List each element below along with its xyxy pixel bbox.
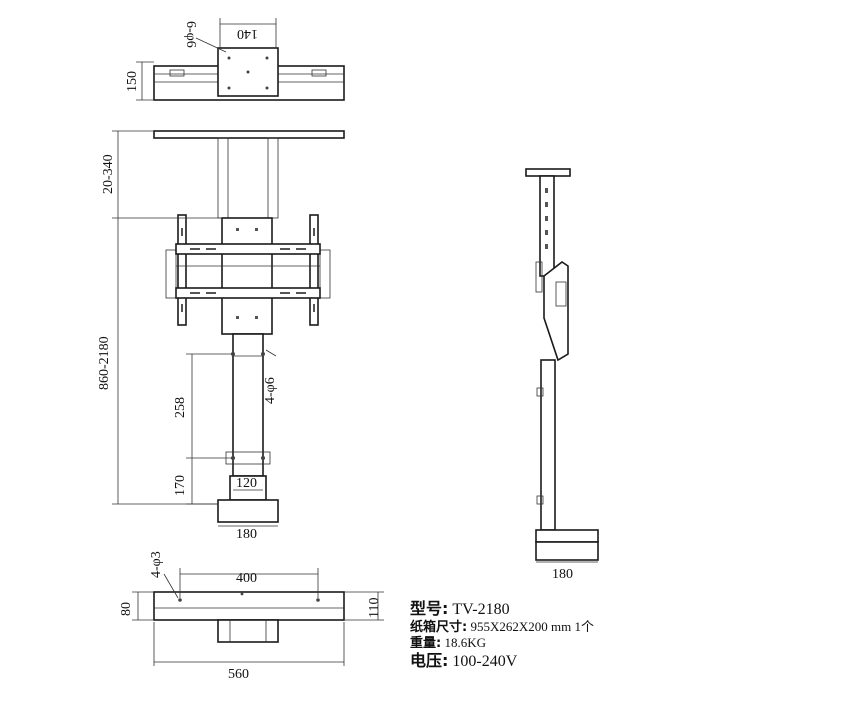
spec-carton-label: 纸箱尺寸: <box>410 620 468 635</box>
dim-base-width-side: 180 <box>552 567 573 582</box>
dim-top-width: 140 <box>237 26 258 41</box>
spec-weight: 重量: 18.6KG <box>410 632 486 651</box>
dim-bottom-hole-spacing: 400 <box>236 571 257 586</box>
spec-weight-value: 18.6KG <box>444 635 486 650</box>
dim-bottom-width: 560 <box>228 667 249 682</box>
spec-model-value: TV-2180 <box>452 601 510 618</box>
dim-base-width-front: 180 <box>236 527 257 542</box>
dim-bottom-depth: 80 <box>119 602 134 616</box>
dim-total-height: 860-2180 <box>97 336 112 390</box>
bottom-view: 400 4-φ3 80 110 560 <box>119 551 384 682</box>
spec-model: 型号: TV-2180 <box>410 595 510 619</box>
spec-voltage-value: 100-240V <box>452 653 518 670</box>
front-view: 20-340 860-2180 258 170 4-φ6 120 180 <box>97 130 345 542</box>
spec-weight-label: 重量: <box>410 636 442 651</box>
spec-carton: 纸箱尺寸: 955X262X200 mm 1个 <box>410 616 594 635</box>
side-view: 180 <box>525 168 599 582</box>
spec-model-label: 型号: <box>410 599 449 618</box>
dim-side-holes: 4-φ6 <box>263 377 278 404</box>
top-view: 140 6-φ6 150 <box>125 18 345 101</box>
dim-bottom-height: 110 <box>367 598 382 618</box>
spec-voltage-label: 电压: <box>410 651 449 670</box>
dim-extension: 20-340 <box>101 154 116 194</box>
dim-bottom-holes: 4-φ3 <box>149 551 164 578</box>
dim-top-height: 150 <box>125 71 140 92</box>
dim-hole-spacing: 258 <box>173 397 188 418</box>
spec-carton-value: 955X262X200 mm 1个 <box>470 619 594 634</box>
dim-base-offset: 170 <box>173 475 188 496</box>
spec-voltage: 电压: 100-240V <box>410 647 517 671</box>
dim-top-holes: 6-φ6 <box>183 21 198 48</box>
dim-column-width: 120 <box>236 476 257 491</box>
